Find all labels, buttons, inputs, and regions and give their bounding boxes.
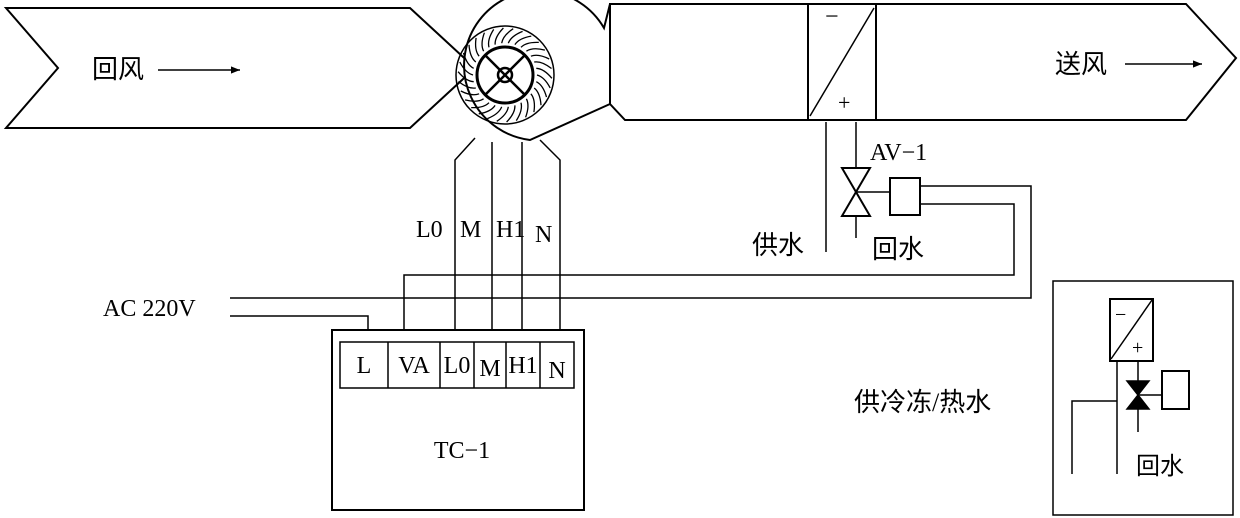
fan-blade <box>536 67 553 79</box>
fan-hub <box>475 45 535 105</box>
valve-tag: AV−1 <box>870 140 927 166</box>
fan-blade <box>530 93 536 113</box>
fan-blade <box>474 37 480 57</box>
fan-blade <box>460 90 480 96</box>
centrifugal-fan <box>455 0 611 142</box>
fan-blade <box>478 105 496 115</box>
fan-blade <box>458 80 476 89</box>
fan-blade <box>507 30 523 44</box>
legend-return-water-label: 回水 <box>1136 453 1184 480</box>
fan-blade <box>514 35 532 45</box>
legend-caption: 供冷冻/热水 <box>854 388 991 417</box>
terminal-strip <box>339 341 575 389</box>
fan-shaft <box>496 66 514 84</box>
fan-blade <box>481 32 486 52</box>
controller-box <box>331 329 585 511</box>
supply-water-label: 供水 <box>752 231 804 260</box>
power-label: AC 220V <box>103 296 196 322</box>
supply-air-duct: 送风 <box>609 3 1238 121</box>
valve-body-top <box>840 167 872 194</box>
wire-label-m: M <box>460 217 481 243</box>
fan-blade <box>457 71 474 83</box>
controller-label: TC−1 <box>434 438 490 464</box>
fan-blade <box>459 61 474 76</box>
wire-label-l0: L0 <box>416 217 443 243</box>
coil-plus-label: + <box>838 90 850 115</box>
valve-body-bottom <box>840 190 872 217</box>
fan-blade <box>494 27 504 45</box>
legend-frame <box>1052 280 1234 516</box>
cooling-heating-coil: − + <box>807 4 877 120</box>
return-water-label: 回水 <box>872 235 924 264</box>
power-supply: AC 220V <box>103 296 369 343</box>
fan-blade <box>501 28 514 44</box>
fan-blade <box>462 52 475 69</box>
fan-blade <box>524 98 529 118</box>
fan-blade <box>496 106 509 122</box>
return-air-label: 回风 <box>92 55 144 84</box>
fan-blade <box>534 61 552 70</box>
fan-blade <box>468 44 477 63</box>
legend-valve-bottom <box>1125 393 1151 410</box>
legend-valve-top <box>1125 380 1151 397</box>
fan-blade <box>526 48 546 52</box>
coil-minus-label: − <box>825 4 839 30</box>
valve-actuator <box>889 177 921 216</box>
fan-blade <box>506 105 516 123</box>
fan-blade <box>533 87 542 106</box>
fan-blade <box>471 102 490 109</box>
fan-housing-ring <box>455 25 555 125</box>
legend-plus-label: + <box>1132 337 1143 359</box>
terminal-m: M <box>479 356 500 382</box>
fan-blade <box>464 98 484 102</box>
wire-label-n: N <box>535 222 552 248</box>
fan-blade <box>535 81 548 98</box>
water-valve-assembly: AV−1 供水 回水 <box>752 122 927 264</box>
fan-blade <box>487 29 495 48</box>
terminal-h1: H1 <box>508 353 537 379</box>
fan-motor-wires: L0 M H1 N <box>416 137 561 340</box>
terminal-n: N <box>548 358 565 384</box>
fan-blade <box>520 41 539 48</box>
fan-blades <box>457 27 553 123</box>
fan-blade <box>536 74 551 89</box>
terminal-va: VA <box>398 353 430 379</box>
controller-tc1: L VA L0 M H1 N TC−1 <box>331 329 585 511</box>
legend-minus-label: − <box>1115 304 1126 326</box>
valve-control-wires <box>230 185 1032 343</box>
fan-blade <box>530 54 550 60</box>
piping-legend: 供冷冻/热水 − + 回水 <box>854 280 1234 516</box>
terminal-l0: L0 <box>444 353 471 379</box>
return-air-duct: 回风 <box>3 7 477 129</box>
wire-label-h1: H1 <box>496 217 525 243</box>
supply-air-label: 送风 <box>1055 50 1107 79</box>
fan-blade <box>487 106 503 120</box>
fan-blade <box>515 102 523 121</box>
terminal-l: L <box>357 353 372 379</box>
legend-actuator <box>1161 370 1190 410</box>
